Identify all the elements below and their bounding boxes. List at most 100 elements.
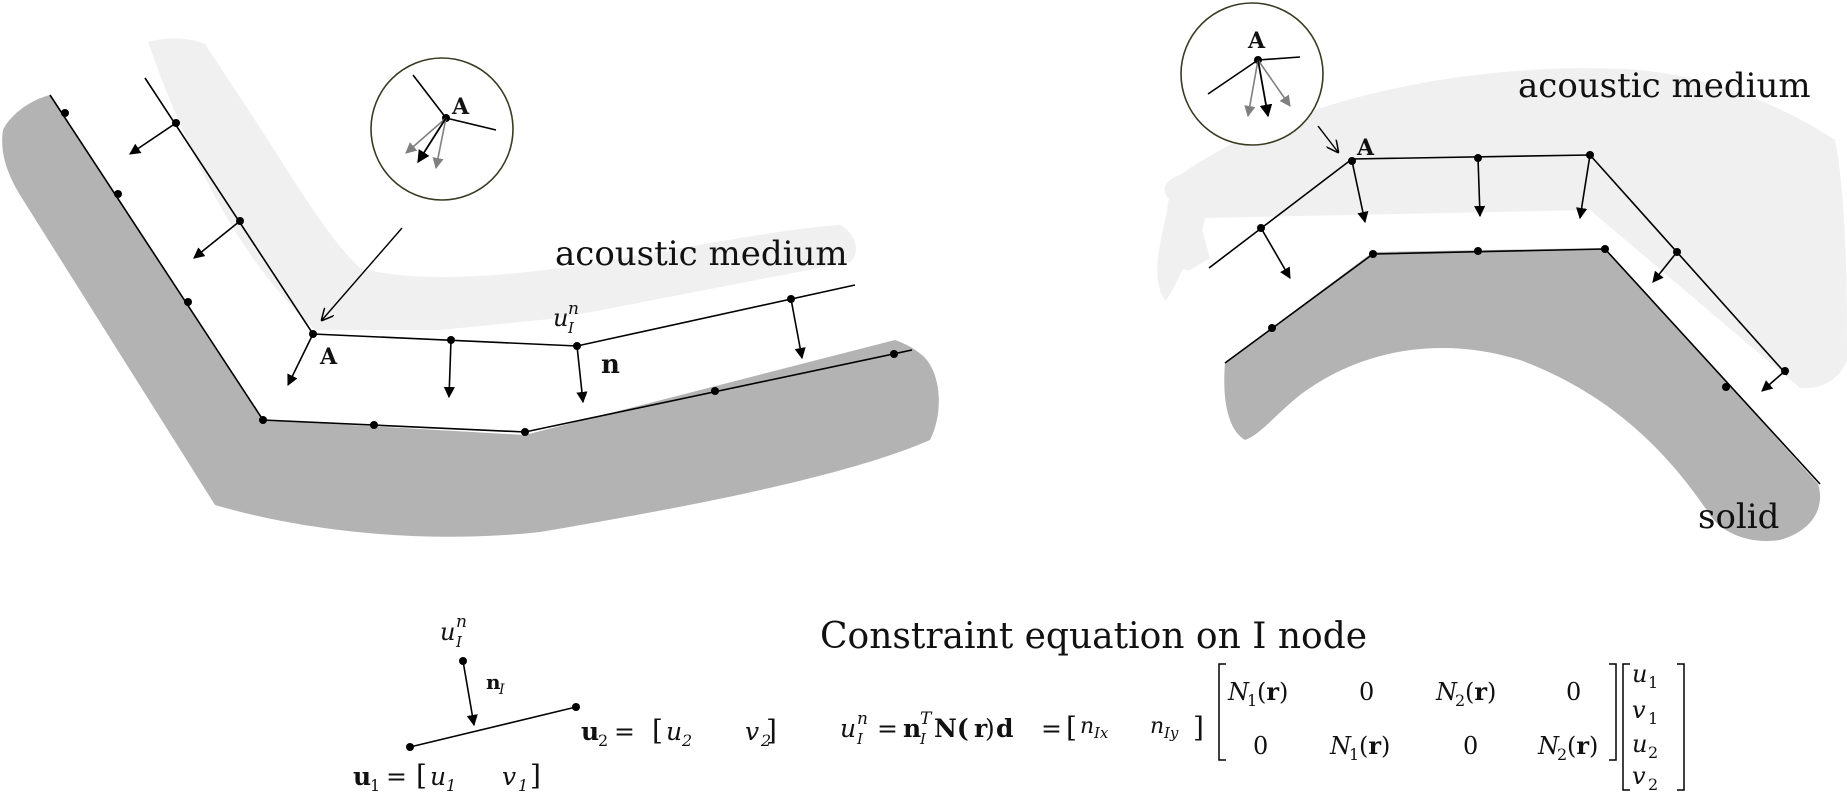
vec-u1-sub: 1	[1648, 673, 1658, 692]
eq-row-b: n	[1150, 714, 1164, 739]
eq-vector-bracket-right	[1677, 663, 1685, 791]
vec-v1: v	[1632, 696, 1646, 724]
constraint-sketch: u n I n I u 1 = [ u 1 v 1 ] u 2 = [ u 2	[353, 612, 777, 793]
u2-lhs-sub: 2	[598, 731, 608, 750]
left-solid-nodes	[61, 109, 898, 436]
eq-vector-bracket-left	[1622, 663, 1630, 791]
u2-lhs: u	[581, 717, 599, 746]
left-medium-label: acoustic medium	[555, 234, 848, 274]
sketch-u2-equation: u 2 = [ u 2 v 2 ]	[581, 714, 777, 750]
eq-lhs-sub: I	[856, 730, 864, 748]
right-solid-label: solid	[1698, 497, 1779, 537]
right-point-label: A	[1356, 135, 1375, 161]
eq-n-sup: T	[920, 709, 933, 729]
sketch-normal-label: n I	[486, 670, 505, 698]
u1-equals: =	[386, 762, 407, 791]
right-solid-region	[1224, 248, 1821, 541]
u1-lhs: u	[353, 762, 371, 791]
m11: N	[1227, 678, 1250, 706]
eq-n-vec: n	[903, 714, 921, 743]
m23: 0	[1463, 732, 1478, 760]
u1-rhs-b: v	[502, 762, 516, 791]
left-point-label: A	[319, 344, 338, 370]
left-solid-region	[2, 95, 939, 537]
right-zoom-callout: A	[1180, 2, 1338, 152]
u2-bracket-open: [	[652, 714, 663, 747]
eq-matrix-bracket-left	[1218, 663, 1226, 761]
eq-close-paren: )	[985, 714, 995, 743]
node-value-base: u	[553, 304, 568, 332]
constraint-equation: u n I = n T I N( r ) d = [ n Ix n Iy ] N…	[840, 660, 1685, 793]
left-normal-label: n	[601, 350, 620, 380]
eq-equals-2: =	[1041, 714, 1062, 743]
eq-row-a-sub: Ix	[1093, 724, 1109, 742]
vec-v2-sub: 2	[1648, 775, 1658, 793]
eq-row-open: [	[1066, 711, 1077, 744]
sketch-u1-equation: u 1 = [ u 1 v 1 ]	[353, 759, 541, 793]
m22-sub: 1	[1349, 745, 1359, 764]
left-node-value-label: u n I	[553, 299, 579, 337]
vec-u1: u	[1632, 660, 1647, 688]
eq-r-vec: r	[974, 714, 988, 743]
sketch-node-sub: I	[455, 633, 463, 651]
left-normal-arrows	[129, 122, 806, 404]
right-zoom-label: A	[1247, 28, 1266, 54]
right-medium-label: acoustic medium	[1518, 66, 1811, 106]
m13-r: (r)	[1465, 677, 1496, 706]
eq-row-close: ]	[1193, 711, 1204, 744]
right-fluid-boundary	[1208, 154, 1788, 376]
sketch-normal-sub: I	[498, 682, 505, 698]
right-diagram: A acoustic medium A solid	[1157, 2, 1847, 541]
right-normal-arrows	[1260, 154, 1786, 392]
u1-rhs-b-sub: 1	[518, 776, 528, 793]
u1-rhs-a: u	[430, 762, 446, 791]
m21: 0	[1253, 732, 1268, 760]
vec-v1-sub: 1	[1648, 709, 1658, 728]
m22: N	[1329, 732, 1352, 760]
eq-n-sub: I	[919, 730, 927, 748]
sketch-node-sup: n	[456, 612, 467, 632]
sketch-node-base: u	[440, 618, 455, 646]
node-value-sup: n	[568, 299, 579, 319]
u2-rhs-b: v	[745, 717, 759, 746]
vec-u2-sub: 2	[1648, 743, 1658, 762]
eq-lhs: u	[840, 714, 856, 743]
eq-d-vec: d	[996, 714, 1013, 743]
left-zoom-callout: A	[322, 57, 514, 320]
u2-bracket-close: ]	[766, 714, 777, 747]
eq-row-a: n	[1080, 714, 1094, 739]
eq-N-matrix: N(	[934, 714, 969, 743]
m13-sub: 2	[1455, 691, 1465, 710]
u2-rhs-a: u	[666, 717, 682, 746]
right-solid-nodes	[1268, 245, 1730, 391]
left-fluid-boundary	[144, 77, 856, 347]
eq-row-b-sub: Iy	[1163, 724, 1179, 742]
m24: N	[1537, 732, 1560, 760]
m11-r: (r)	[1257, 677, 1288, 706]
u2-rhs-a-sub: 2	[681, 731, 692, 750]
u1-bracket-open: [	[416, 759, 427, 792]
m14: 0	[1566, 678, 1581, 706]
m24-sub: 2	[1557, 745, 1567, 764]
left-acoustic-region	[148, 38, 856, 330]
u2-rhs-b-sub: 2	[760, 731, 771, 750]
u1-rhs-a-sub: 1	[446, 776, 456, 793]
m13: N	[1435, 678, 1458, 706]
eq-matrix-bracket-right	[1609, 663, 1617, 761]
vec-u2: u	[1632, 730, 1647, 758]
vec-v2: v	[1632, 762, 1646, 790]
m12: 0	[1359, 678, 1374, 706]
m24-r: (r)	[1567, 731, 1598, 760]
u1-lhs-sub: 1	[370, 776, 380, 793]
u1-bracket-close: ]	[530, 759, 541, 792]
m22-r: (r)	[1359, 731, 1390, 760]
sketch-node-label: u n I	[440, 612, 467, 651]
right-solid-boundary	[1224, 248, 1821, 485]
sketch-normal-base: n	[486, 670, 501, 694]
m11-sub: 1	[1247, 691, 1257, 710]
eq-equals-1: =	[877, 714, 898, 743]
constraint-title: Constraint equation on I node	[820, 616, 1367, 657]
u2-equals: =	[614, 717, 635, 746]
left-zoom-label: A	[451, 94, 470, 120]
